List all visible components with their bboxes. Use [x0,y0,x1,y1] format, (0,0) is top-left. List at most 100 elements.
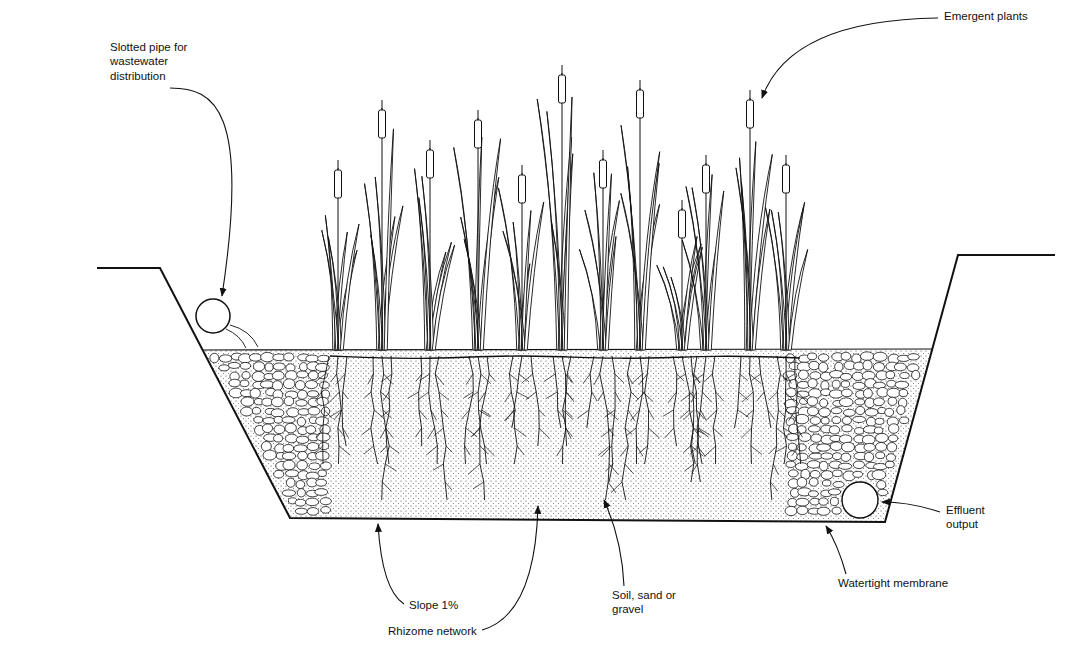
root-hair [383,392,389,401]
gravel-stone [873,463,887,469]
root-hair [702,392,711,402]
gravel-stone [307,391,318,397]
root-hair [713,428,722,437]
cattail-head [783,165,790,193]
root-hair [684,464,694,471]
leaf [749,154,772,350]
gravel-stone [272,371,284,380]
leaf [422,176,434,350]
cattail [621,80,660,350]
leaf [642,163,659,350]
gravel-stone [819,362,828,372]
spike [750,90,751,100]
gravel-stone [885,408,894,416]
root [734,356,741,428]
gravel-stone [285,423,296,433]
leaf [564,97,572,350]
root-hair [380,446,386,453]
gravel-stone [878,489,888,495]
root-hair [631,392,638,399]
gravel-stone [820,399,828,407]
gravel-stone [273,363,285,370]
root-hair [636,392,645,401]
gravel-stone [316,451,330,460]
gravel-stone [839,463,852,469]
gravel-stone [788,470,798,477]
gravel-stone [797,381,809,388]
root-hair [557,446,563,456]
gravel-stone [296,480,305,488]
gravel-stone [860,352,873,361]
root [386,356,392,464]
root-hair [601,428,613,437]
root-hair [706,410,717,420]
gravel-stone [908,354,920,360]
gravel-stone [308,407,320,415]
root [381,356,390,500]
gravel-stone [299,363,307,372]
gravel-stone [262,424,272,433]
gravel-stone [811,434,822,442]
root-hair [544,374,556,382]
leaf [551,221,565,350]
gravel-stone [866,417,875,426]
cattail [579,150,619,350]
leaf [579,249,600,350]
gravel-stone [298,451,308,460]
root-hair [334,410,342,420]
gravel-stone [829,390,843,398]
root-hair [362,428,371,435]
gravel-stone [786,388,797,397]
root [600,356,610,500]
gravel-stone [321,507,331,514]
gravel-stone [835,362,843,371]
gravel-stone [274,416,283,423]
gravel-stone [263,450,276,460]
leader-line [170,88,232,296]
root-hair [786,410,796,418]
root-hair [577,410,589,418]
gravel-stone [261,352,275,361]
root-hair [775,446,786,452]
gravel-stone [219,355,231,362]
root-hair [465,446,471,455]
gravel-stone [819,461,828,470]
root-hair [526,392,536,400]
root-hair [690,446,699,455]
root-hair [314,446,323,454]
gravel-stone [282,452,295,459]
cattail [322,160,359,350]
gravel-stone [229,379,241,387]
root-hair [539,428,550,439]
gravel-stone [810,372,821,380]
gravel-stone [853,461,864,469]
root-hair [606,464,613,471]
gravel-stone [875,442,886,451]
root [587,356,594,428]
root [342,356,347,446]
root-hair [681,392,693,401]
gravel-stone [260,381,274,388]
root-hair [757,392,764,401]
root-hair [380,428,386,439]
spike [338,160,339,170]
root-hair [639,374,648,385]
root-hair [683,410,694,420]
gravel-stone [887,380,896,387]
cattail-head [600,160,607,188]
gravel-stone [876,433,889,442]
root-hair [416,428,422,437]
root-hair [433,464,443,470]
gravel-stone [320,498,331,505]
root [770,356,780,500]
gravel-stone [872,470,886,480]
leaf [741,182,750,350]
emergent-plants [322,65,808,350]
root-hair [627,374,632,384]
root-hair [769,446,777,454]
root-hair [746,410,754,417]
gravel-stone [808,491,818,497]
gravel-stone [786,461,795,467]
effluent-pipe [842,482,878,518]
